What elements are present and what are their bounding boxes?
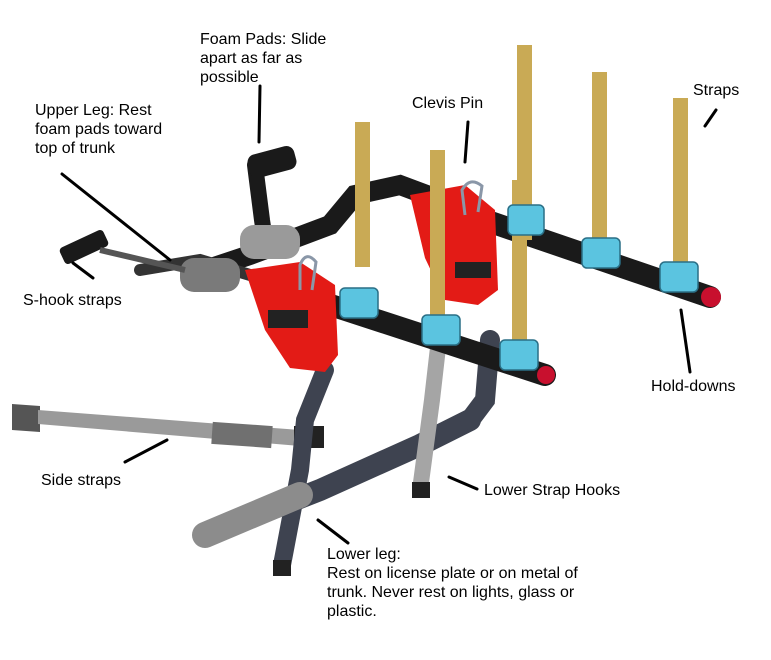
leader-lower-strap-hooks	[447, 475, 479, 491]
lower-leg	[192, 322, 500, 576]
leader-straps	[703, 108, 718, 128]
label-hold-downs: Hold-downs	[651, 378, 736, 395]
s-hook-strap	[59, 230, 186, 273]
leader-lines	[60, 84, 718, 545]
upper-leg-frame	[134, 157, 450, 285]
label-upper-leg: Upper Leg: Rest foam pads toward top of …	[35, 102, 163, 157]
end-cap	[537, 287, 721, 384]
label-side-straps: Side straps	[41, 472, 122, 489]
label-lower-leg: Lower leg: Rest on license plate or on m…	[327, 546, 578, 620]
label-lower-strap-hooks: Lower Strap Hooks	[484, 482, 621, 499]
clevis-pin	[298, 180, 484, 291]
leader-upper-leg	[60, 172, 172, 262]
leader-hold-downs	[679, 308, 692, 374]
leader-clevis-pin	[463, 120, 470, 164]
leader-foam-pads	[257, 84, 262, 144]
foam-pad	[180, 145, 300, 292]
label-straps: Straps	[693, 82, 740, 99]
leader-s-hook-straps	[71, 261, 95, 280]
cradle	[339, 204, 699, 371]
label-foam-pads: Foam Pads: Slide apart as far as possibl…	[200, 31, 327, 86]
strap	[355, 45, 688, 350]
side-strap	[12, 404, 324, 449]
label-s-hook-straps: S-hook straps	[23, 292, 122, 309]
leader-side-straps	[123, 438, 169, 464]
label-clevis-pin: Clevis Pin	[412, 95, 484, 112]
leader-lower-leg	[316, 518, 350, 545]
